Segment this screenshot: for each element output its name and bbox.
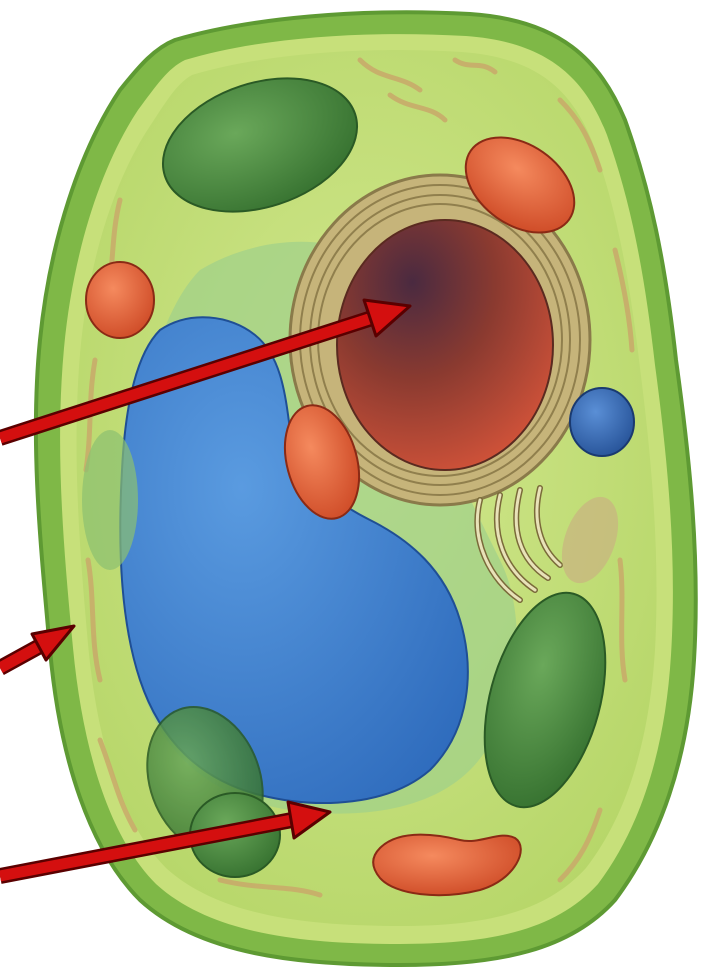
small-vacuole [570,388,634,456]
chloroplast [82,430,138,570]
mitochondrion [86,262,154,338]
nucleus [337,220,553,470]
